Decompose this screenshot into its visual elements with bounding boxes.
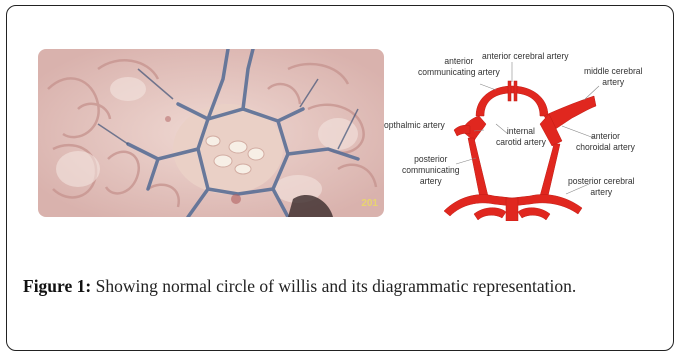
caption-label: Figure 1: <box>23 276 91 296</box>
caption-text: Showing normal circle of willis and its … <box>91 276 576 296</box>
label-line: communicating artery <box>418 67 500 78</box>
label-anterior-cerebral: anterior cerebral artery <box>482 51 568 62</box>
label-middle-cerebral: middle cerebral artery <box>584 66 642 88</box>
label-line: communicating <box>402 165 460 176</box>
label-line: choroidal artery <box>576 142 635 153</box>
label-line: artery <box>402 176 460 187</box>
brain-photo-drawing <box>38 49 384 217</box>
label-line: anterior <box>576 131 635 142</box>
label-line: artery <box>584 77 642 88</box>
label-posterior-communicating: posterior communicating artery <box>402 154 460 187</box>
circle-of-willis-diagram: anterior communicating artery anterior c… <box>384 46 654 221</box>
brain-photograph: 201 <box>38 49 384 217</box>
label-opthalmic: opthalmic artery <box>384 120 445 131</box>
label-posterior-cerebral: posterior cerebral artery <box>568 176 635 198</box>
figure-caption: Figure 1: Showing normal circle of willi… <box>23 273 651 299</box>
label-anterior-choroidal: anterior choroidal artery <box>576 131 635 153</box>
label-line: posterior <box>402 154 460 165</box>
label-line: carotid artery <box>496 137 546 148</box>
label-line: artery <box>568 187 635 198</box>
photo-tag: 201 <box>361 198 378 209</box>
label-line: internal <box>496 126 546 137</box>
label-line: middle cerebral <box>584 66 642 77</box>
label-line: posterior cerebral <box>568 176 635 187</box>
label-internal-carotid: internal carotid artery <box>496 126 546 148</box>
